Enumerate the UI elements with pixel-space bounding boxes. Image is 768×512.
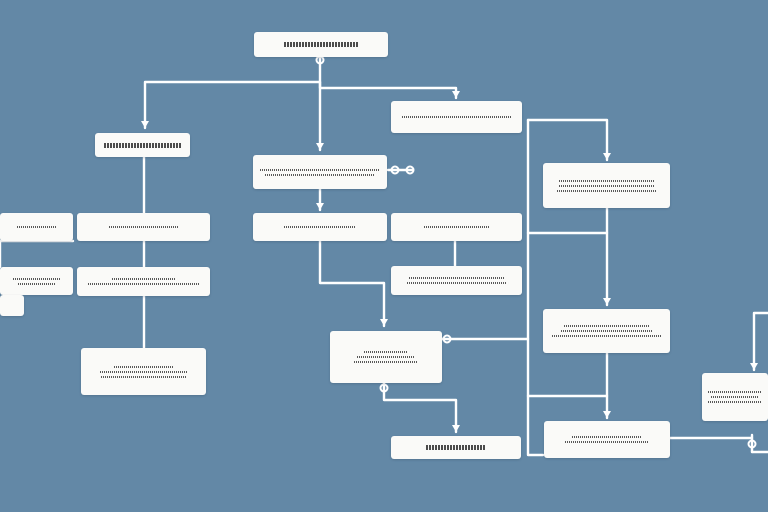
- node-text-line: [265, 173, 375, 176]
- arrowhead-icon: [603, 153, 611, 160]
- flow-node-far-left-tab: [0, 295, 24, 316]
- connector-line: [318, 239, 386, 328]
- node-text-line: [556, 189, 657, 192]
- flow-node-left-row-2: [77, 267, 210, 296]
- connector-line: [143, 80, 322, 130]
- node-text-line: [111, 278, 176, 280]
- node-text-line: [423, 226, 490, 228]
- arrowhead-icon: [603, 298, 611, 305]
- node-text-line: [17, 282, 56, 285]
- connector-line: [526, 118, 609, 162]
- node-text-line: [711, 396, 759, 398]
- node-text-line: [708, 401, 762, 403]
- node-text-line: [260, 168, 380, 171]
- node-text-line: [354, 361, 418, 363]
- connector-joint-icon: [379, 383, 389, 393]
- arrowhead-icon: [452, 91, 460, 98]
- node-text-line: [408, 277, 505, 279]
- node-text-line: [284, 226, 356, 228]
- node-text-line: [426, 445, 486, 450]
- node-text-line: [100, 375, 187, 378]
- flow-node-left-row-1: [77, 213, 210, 241]
- flow-node-far-left-1: [0, 213, 73, 241]
- flow-node-bottom-center: [391, 436, 521, 459]
- flow-node-bottom-right: [544, 421, 670, 458]
- connector-line: [0, 239, 75, 269]
- connector-line: [526, 118, 545, 457]
- flow-node-right-box-1: [543, 163, 670, 208]
- node-text-line: [357, 356, 415, 358]
- connector-joint-icon: [405, 165, 415, 175]
- flow-node-top: [254, 32, 388, 57]
- node-text-line: [558, 179, 655, 182]
- flow-node-center-row-1: [253, 213, 387, 241]
- arrowhead-icon: [603, 411, 611, 418]
- node-text-line: [565, 441, 649, 443]
- flow-node-far-right: [702, 373, 768, 421]
- connector-joint-icon: [747, 439, 757, 449]
- node-text-line: [12, 277, 61, 280]
- node-text-line: [708, 391, 762, 393]
- arrowhead-icon: [452, 425, 460, 432]
- node-text-line: [551, 335, 662, 337]
- arrowhead-icon: [316, 143, 324, 150]
- node-text-line: [572, 436, 642, 438]
- flow-node-left-bottom: [81, 348, 206, 395]
- connector-line: [752, 311, 768, 372]
- flow-node-left-mid: [95, 133, 190, 157]
- node-text-line: [103, 142, 182, 148]
- node-text-line: [113, 365, 174, 368]
- connector-line: [318, 80, 458, 100]
- node-text-line: [406, 282, 507, 284]
- flow-node-center-lower: [330, 331, 442, 383]
- arrowhead-icon: [380, 319, 388, 326]
- arrowhead-icon: [750, 363, 758, 370]
- node-text-line: [560, 330, 653, 332]
- flow-node-right-row-1: [391, 213, 522, 241]
- arrowhead-icon: [316, 203, 324, 210]
- node-text-line: [108, 226, 179, 228]
- connector-line: [382, 381, 458, 434]
- node-text-line: [284, 42, 358, 47]
- node-text-line: [401, 116, 512, 118]
- connector-joint-icon: [390, 165, 400, 175]
- flow-node-right-box-2: [543, 309, 670, 353]
- node-text-line: [558, 184, 655, 187]
- arrowhead-icon: [141, 121, 149, 128]
- flow-node-far-left-2: [0, 267, 73, 295]
- node-text-line: [87, 283, 200, 285]
- flow-node-right-row-2: [391, 266, 522, 295]
- node-text-line: [563, 325, 650, 327]
- node-text-line: [16, 226, 57, 228]
- flow-node-center-upper: [253, 155, 387, 189]
- flow-node-right-upper: [391, 101, 522, 133]
- node-text-line: [99, 370, 188, 373]
- connector-joint-icon: [442, 334, 452, 344]
- node-text-line: [364, 351, 408, 353]
